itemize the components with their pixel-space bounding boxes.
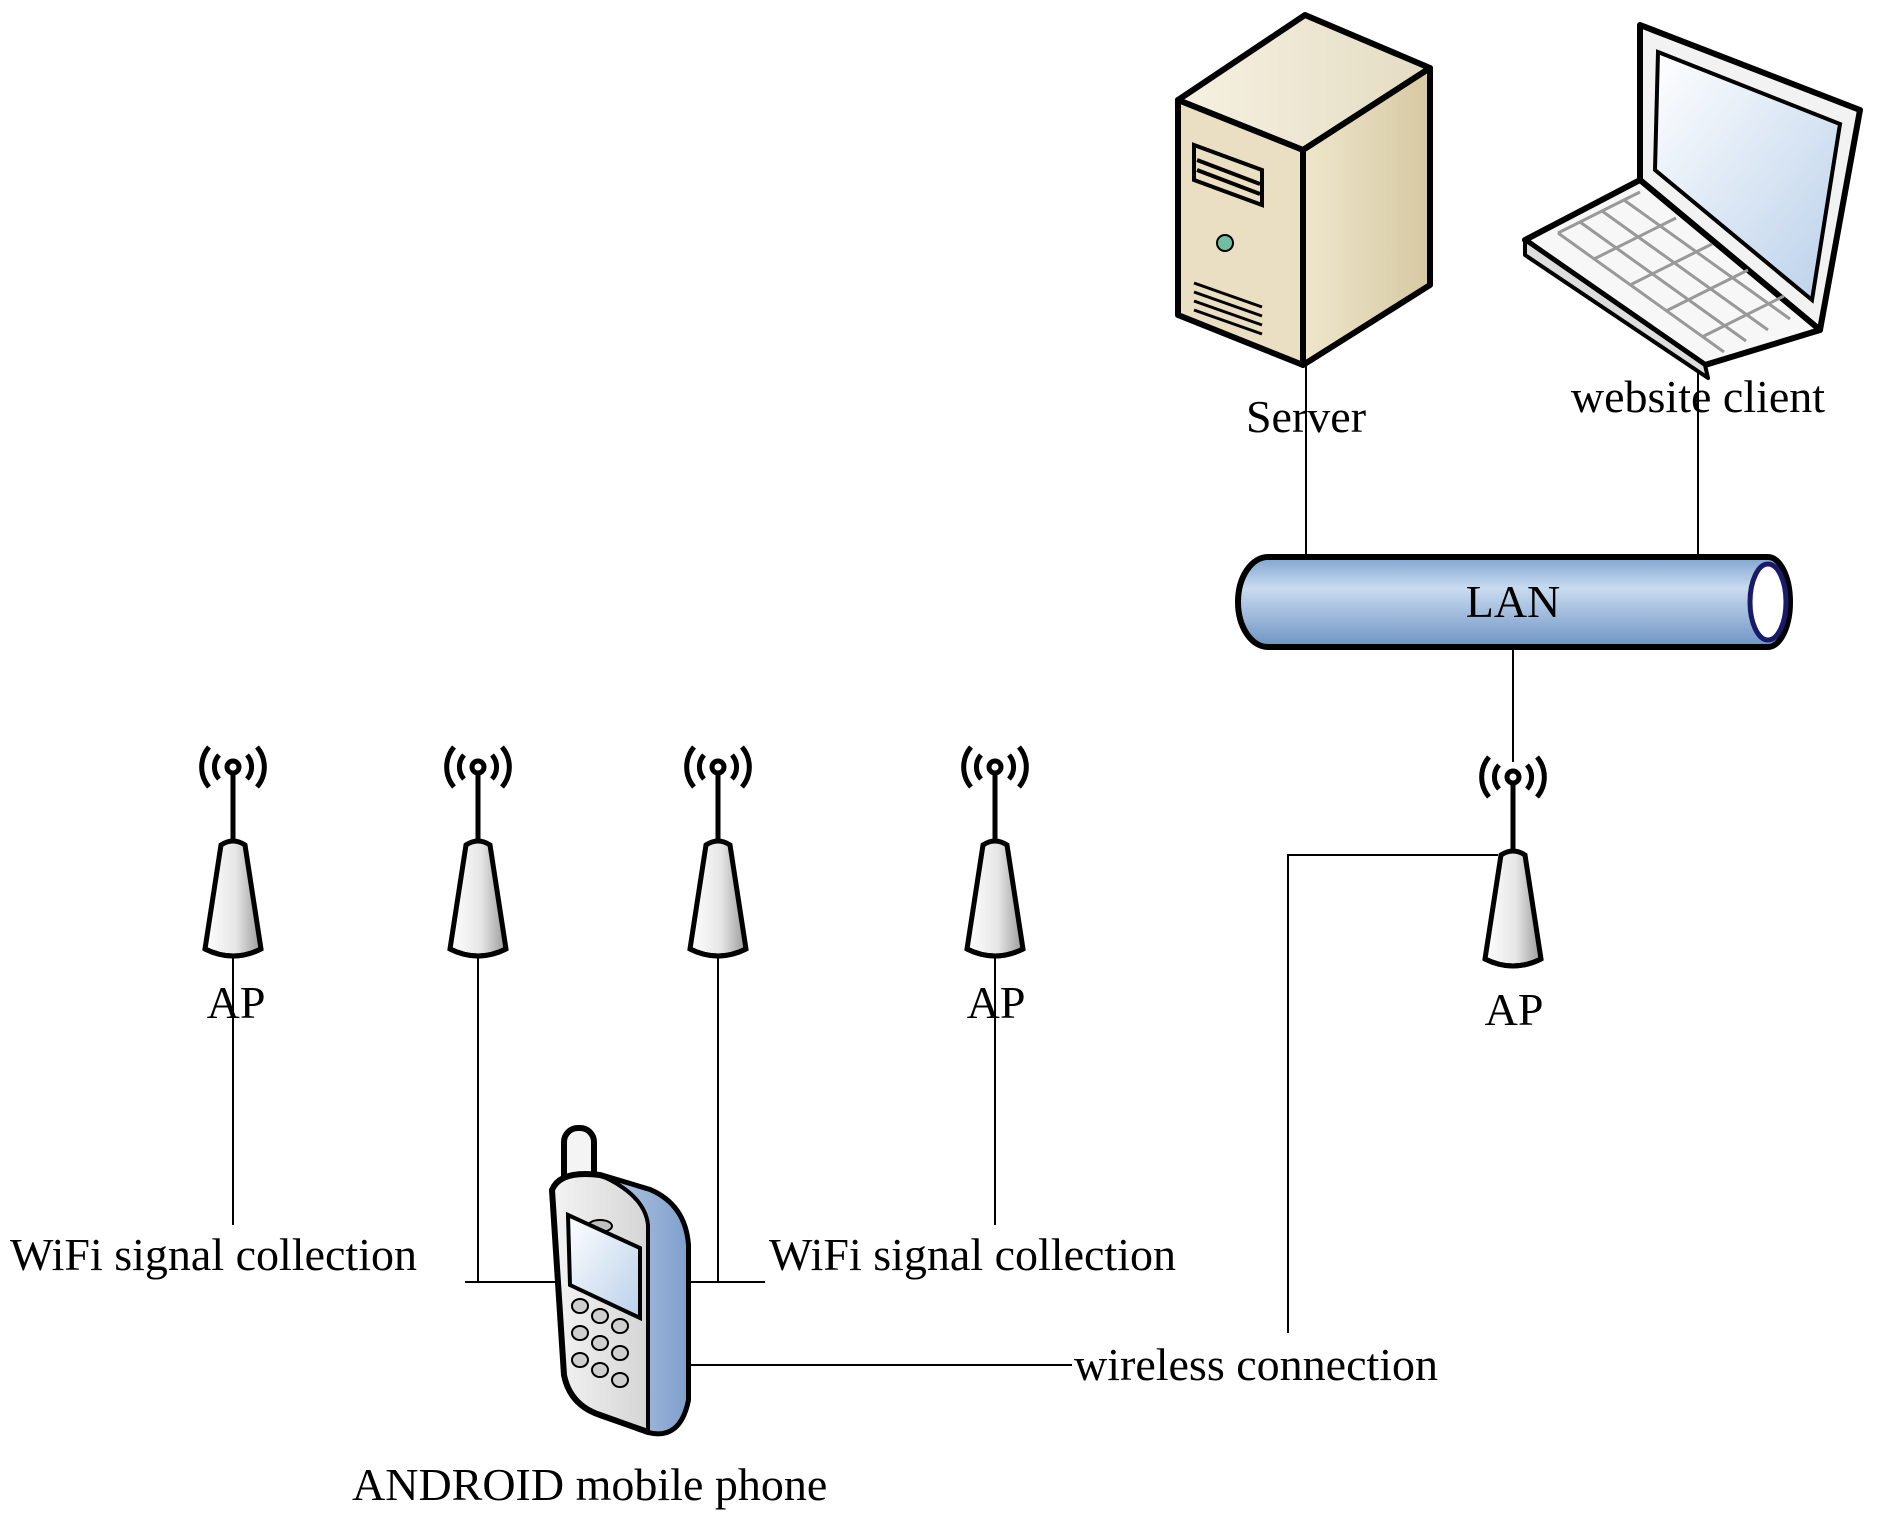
- wifi-access-point-icon: [687, 747, 750, 956]
- server-icon: [1175, 12, 1433, 368]
- website-client-label: website client: [1571, 371, 1825, 422]
- wifi-access-point-icon: [964, 747, 1027, 956]
- wifi-access-point-icon: [447, 747, 510, 956]
- wireless-connection-label: wireless connection: [1074, 1339, 1438, 1390]
- ap-label: AP: [207, 977, 266, 1028]
- ap-label: AP: [1485, 984, 1544, 1035]
- server-label: Server: [1246, 391, 1366, 442]
- laptop-icon: [1522, 22, 1863, 380]
- lan-bus-icon: [1235, 554, 1793, 650]
- wireless-connection-path: [1287, 854, 1498, 1333]
- wifi-signal-collection-right-label: WiFi signal collection: [769, 1229, 1176, 1280]
- ap-label: AP: [967, 977, 1026, 1028]
- wifi-access-point-icon: [1482, 757, 1545, 966]
- connection-lines: [232, 345, 1699, 1366]
- android-phone-label: ANDROID mobile phone: [352, 1459, 827, 1510]
- mobile-phone-icon: [549, 1125, 691, 1437]
- lan-label: LAN: [1466, 576, 1561, 627]
- wifi-access-point-icon: [202, 747, 265, 956]
- wifi-signal-collection-left-label: WiFi signal collection: [10, 1229, 417, 1280]
